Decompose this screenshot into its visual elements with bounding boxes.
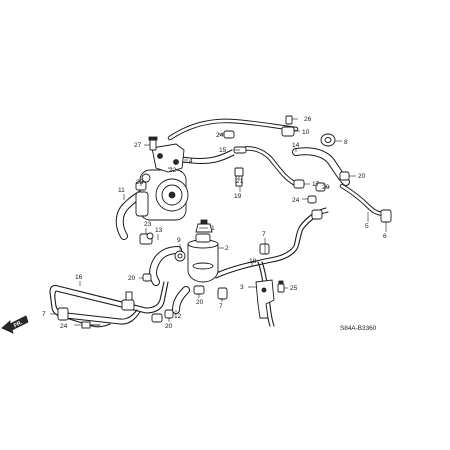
bolt-24-right — [307, 195, 317, 204]
callout-8: 8 — [344, 139, 348, 146]
return-pipe-18 — [213, 207, 327, 275]
callout-14: 14 — [292, 142, 300, 149]
reservoir-tank — [187, 233, 219, 283]
callout-10: 10 — [302, 129, 310, 136]
callout-20-right-lower: 20 — [322, 184, 330, 191]
callout-16: 16 — [75, 274, 83, 281]
callout-24-lower: 24 — [60, 323, 68, 330]
callout-20-lower: 20 — [165, 323, 173, 330]
callout-6: 6 — [383, 233, 387, 240]
callout-9: 9 — [177, 237, 181, 244]
bolt-27 — [148, 136, 158, 151]
clip-20-left — [142, 273, 152, 282]
hose-clamp-9 — [174, 250, 186, 262]
pipe-clamp-right — [311, 209, 323, 220]
callout-22: 22 — [169, 167, 177, 174]
feed-hose-upper — [168, 119, 298, 140]
pipe-clamp-7-center — [217, 287, 228, 300]
grommet-8 — [320, 133, 336, 147]
pipe-clamp-7-left — [57, 307, 69, 321]
pipe-bracket-3 — [255, 279, 275, 319]
callout-20-right-upper: 20 — [358, 173, 366, 180]
pressure-line-mid — [238, 147, 300, 187]
callout-7-left: 7 — [42, 311, 46, 318]
pump-bracket — [151, 143, 185, 173]
callout-1: 1 — [211, 225, 215, 232]
callout-4: 4 — [189, 158, 193, 165]
cooler-pipe-16 — [54, 281, 169, 320]
callout-5: 5 — [365, 223, 369, 230]
callout-labels: 1 2 3 4 5 6 7 7 7 8 9 10 11 12 13 14 15 … — [42, 116, 387, 330]
hose-clamp-10 — [281, 126, 295, 137]
diagram-code: S84A-B3360 — [340, 325, 377, 332]
fitting-17 — [293, 179, 305, 189]
callout-12: 12 — [174, 313, 182, 320]
callout-7-right: 7 — [262, 231, 266, 238]
pipe-clamp-left — [121, 291, 135, 311]
callout-19: 19 — [234, 193, 242, 200]
bolt-25 — [277, 280, 285, 293]
bolt-24-upper — [223, 130, 235, 139]
return-hose-right — [340, 184, 388, 216]
front-direction-arrow: FR. — [1, 315, 29, 334]
clip-20-lower — [164, 309, 174, 319]
hose-clamp-6 — [380, 209, 392, 223]
callout-21: 21 — [236, 178, 244, 185]
callout-18: 18 — [249, 258, 257, 265]
suction-hose-13 — [150, 247, 181, 285]
callout-23-lower: 23 — [144, 221, 152, 228]
callout-23-upper: 23 — [136, 179, 144, 186]
callout-25: 25 — [290, 285, 298, 292]
callout-24-right: 24 — [292, 197, 300, 204]
callout-27: 27 — [134, 142, 142, 149]
callout-26: 26 — [304, 116, 312, 123]
pipe-clamp-7-right — [259, 243, 270, 255]
callout-20-left: 20 — [128, 275, 136, 282]
callout-11: 11 — [118, 187, 125, 194]
direction-label: FR. — [13, 320, 24, 330]
power-steering-pump — [135, 169, 189, 221]
clip-20-right-upper — [339, 171, 350, 181]
callout-7-center: 7 — [219, 303, 223, 310]
return-hose-12 — [173, 287, 189, 313]
callout-15: 15 — [219, 147, 227, 154]
callout-3: 3 — [240, 284, 244, 291]
cooler-pipe-16 — [49, 281, 165, 325]
leader-lines — [50, 118, 387, 326]
callout-17: 17 — [312, 181, 320, 188]
cooler-pipe-16-outlet — [65, 317, 111, 328]
callout-24-upper: 24 — [216, 132, 224, 139]
pipe-clamp-mid — [151, 313, 163, 323]
return-pipe-18 — [215, 211, 329, 279]
banjo-fitting-23-lower — [139, 232, 154, 245]
bolt-26 — [285, 115, 293, 125]
clip-20-center — [193, 285, 205, 295]
return-pipe-lower — [261, 261, 275, 327]
callout-13: 13 — [155, 227, 163, 234]
callout-20-center: 20 — [196, 299, 204, 306]
reservoir-cap — [195, 219, 213, 233]
callout-2: 2 — [225, 245, 229, 252]
